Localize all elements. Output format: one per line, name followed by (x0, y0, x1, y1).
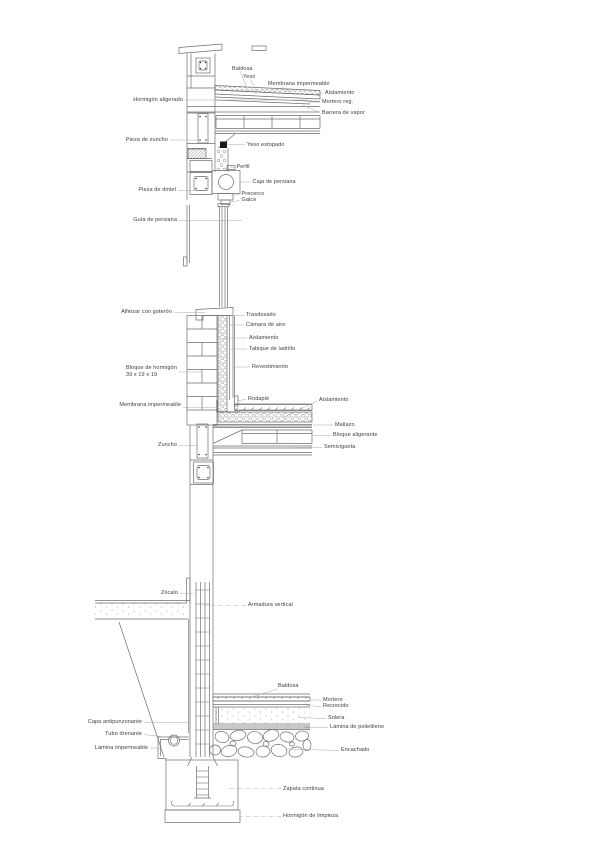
label-camara-de-aire: Cámara de aire (246, 321, 286, 328)
floor-slab-assembly (212, 395, 313, 456)
label-bloque-de-hormigon-line1: Bloque de hormigón (125, 365, 177, 371)
window-sill (195, 307, 234, 321)
label-tabique-de-ladrillo: Tabique de ladrillo (249, 345, 296, 352)
label-zapata-continua: Zapata continua (283, 785, 324, 792)
label-aislamiento-muro: Aislamiento (249, 334, 279, 341)
label-tubo-drenante: Tubo drenante (105, 731, 142, 737)
foundation-wall (186, 486, 214, 757)
label-capa-antipunzonante: Capa antipunzonante (87, 719, 142, 725)
label-mallazo: Mallazo (335, 421, 355, 428)
label-semivigueta: Semivigueta (324, 444, 356, 450)
label-mortero-reg: Mortero reg. (322, 99, 354, 105)
interior-floor-build-up (212, 693, 311, 729)
label-alfeizar-con-goteron: Alféizar con goterón (121, 309, 172, 315)
slab-edge-ring-beam (189, 423, 214, 486)
sidewalk-and-excavation (95, 600, 190, 758)
label-baldosa-cubierta: Baldosa (232, 65, 253, 72)
label-lamina-impermeable: Lámina impermeable (94, 744, 148, 751)
label-galce: Galce (241, 197, 257, 203)
label-pieza-de-zuncho: Pieza de zuncho (125, 136, 168, 143)
stippled-plaster-strip (214, 141, 236, 172)
label-baldosa-suelo: Baldosa (278, 683, 299, 689)
label-rodapie: Rodapié (248, 396, 270, 402)
label-barrera-de-vapor: Barrera de vapor (322, 109, 365, 116)
label-caja-de-persiana: Caja de persiana (252, 178, 296, 185)
label-hormigon-de-limpieza: Hormigón de limpieza (283, 813, 339, 819)
label-solera: Solera (328, 715, 345, 721)
block-wall (186, 315, 218, 426)
label-membrana-impermeable-cubierta: Membrana impermeable (268, 81, 330, 87)
label-precerco: Precerco (241, 190, 265, 197)
label-zocalo: Zócalo (160, 590, 178, 596)
label-yeso: Yeso (243, 73, 256, 80)
label-pieza-de-dintel: Pieza de dintel (138, 187, 176, 193)
label-bloque-aligerante: Bloque aligerante (333, 432, 378, 438)
label-hormigon-aligerado: Hormigón aligerado (133, 96, 183, 103)
label-revestimiento: Revestimiento (252, 363, 289, 370)
label-trasdosado: Trasdosado (246, 312, 276, 318)
label-lamina-de-polietileno: Lámina de polietileno (330, 724, 385, 730)
shutter-box-assembly (211, 170, 241, 205)
ring-beam-and-lintel (187, 112, 216, 195)
gravel-stone-fill (209, 729, 312, 758)
label-zuncho: Zuncho (158, 442, 177, 448)
label-encachado: Encachado (341, 747, 370, 753)
label-aislamiento-suelo: Aislamiento (319, 397, 349, 403)
label-yeso-estopado: Yeso estopado (247, 141, 285, 148)
drain-and-waterproofing (157, 734, 189, 760)
strip-footing (164, 756, 241, 823)
wall-insulation-and-lining (217, 315, 235, 413)
shutter-guide (183, 203, 230, 307)
label-membrana-impermeable-muro: Membrana impermeable (119, 402, 181, 408)
label-aislamiento-cubierta: Aislamiento (325, 90, 355, 96)
label-bloque-de-hormigon: Bloque de hormigón 39 x 19 x 19 (126, 365, 177, 378)
label-armadura-vertical: Armadura vertical (248, 602, 293, 608)
label-mortero: Mortero (323, 696, 343, 703)
label-recrecido: Recrecido (323, 703, 349, 709)
roof-build-up (187, 85, 321, 149)
label-bloque-de-hormigon-line2: 39 x 19 x 19 (125, 371, 158, 378)
label-perfil: Perfil (236, 164, 250, 170)
leader-lines (143, 70, 340, 817)
parapet-coping (178, 43, 267, 200)
label-guia-de-persiana: Guía de persiana (133, 217, 177, 223)
